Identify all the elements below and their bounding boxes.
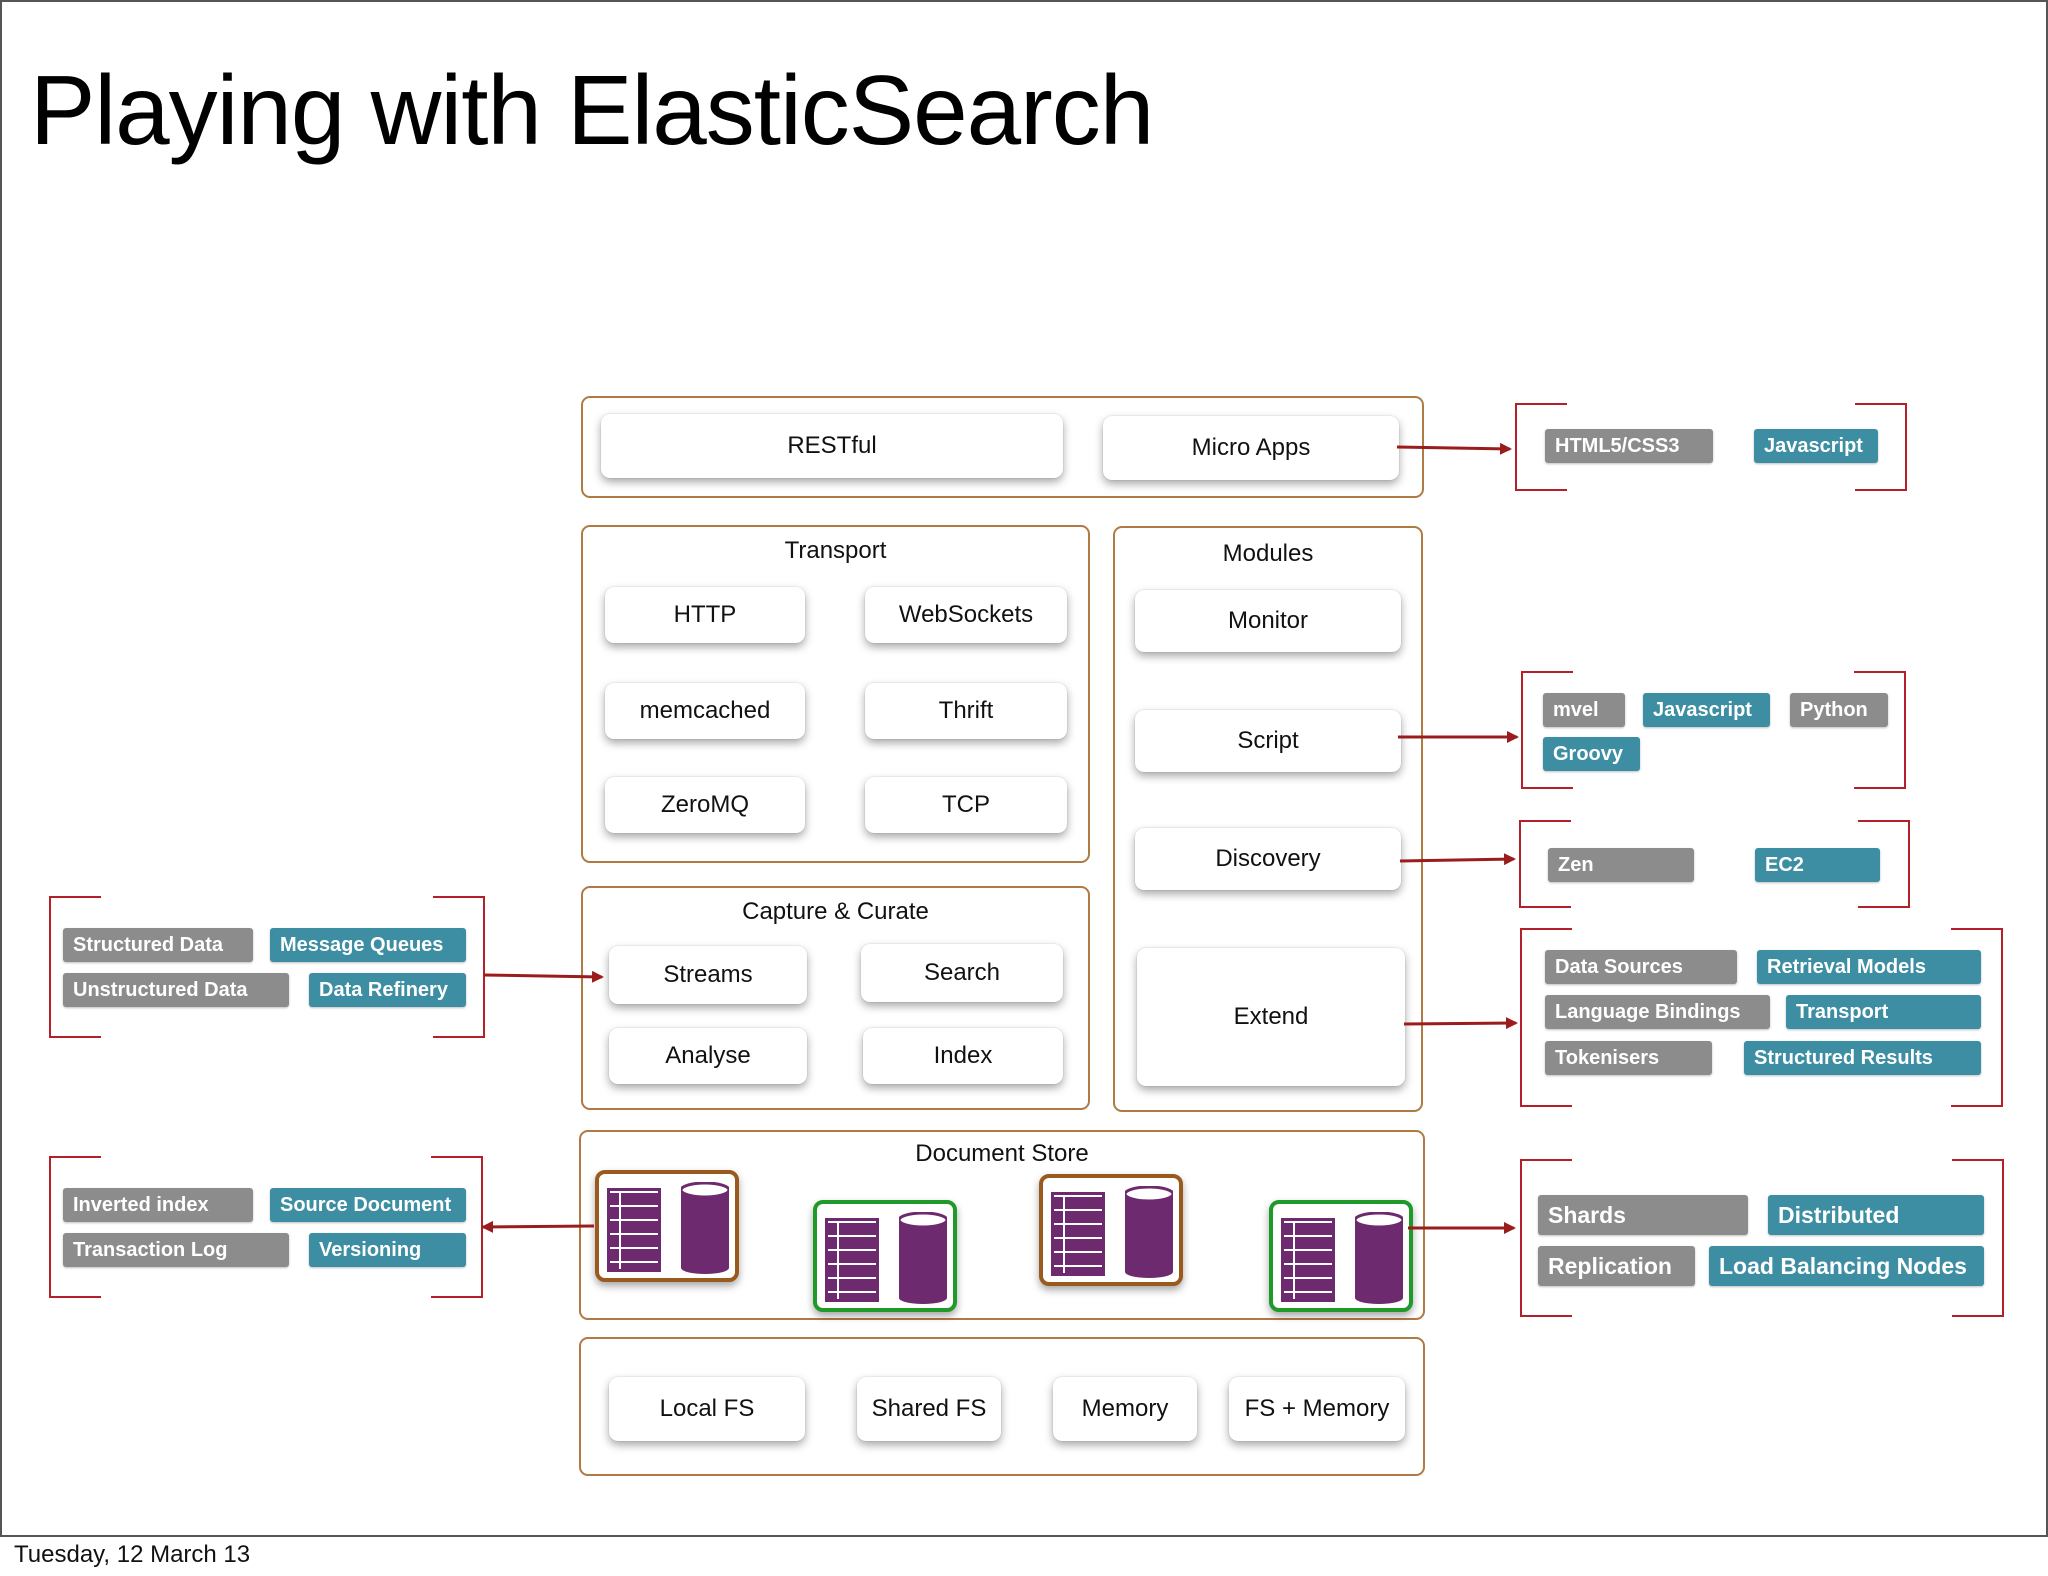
api-layer-group: RESTful Micro Apps xyxy=(581,396,1424,498)
node-tcp: TCP xyxy=(865,777,1067,833)
tag-groovy: Groovy xyxy=(1543,737,1640,771)
bracket-micro-apps xyxy=(1515,403,1907,491)
footer-date: Tuesday, 12 March 13 xyxy=(14,1541,251,1568)
tag-mvel: mvel xyxy=(1543,693,1625,727)
node-index: Index xyxy=(863,1028,1063,1084)
node-http: HTTP xyxy=(605,587,805,643)
tag-distributed: Distributed xyxy=(1768,1195,1984,1235)
tag-zen: Zen xyxy=(1548,848,1694,882)
tag-source-document: Source Document xyxy=(270,1188,466,1222)
database-icon xyxy=(825,1218,879,1302)
tag-transaction-log: Transaction Log xyxy=(63,1233,289,1267)
tag-ec2: EC2 xyxy=(1755,848,1880,882)
tag-language-bindings: Language Bindings xyxy=(1545,995,1770,1029)
storage-group: Local FS Shared FS Memory FS + Memory xyxy=(579,1337,1425,1476)
modules-group: Modules Monitor Script Discovery Extend xyxy=(1113,526,1423,1112)
node-monitor: Monitor xyxy=(1135,590,1401,652)
capture-curate-title: Capture & Curate xyxy=(742,898,929,925)
node-fs-memory: FS + Memory xyxy=(1229,1377,1405,1441)
document-store-group: Document Store xyxy=(579,1130,1425,1320)
tag-load-balancing-nodes: Load Balancing Nodes xyxy=(1709,1246,1984,1286)
tag-unstructured-data: Unstructured Data xyxy=(63,973,289,1007)
bracket-capture-inputs xyxy=(49,896,485,1038)
slide-title: Playing with ElasticSearch xyxy=(30,55,1154,165)
tag-data-sources: Data Sources xyxy=(1545,950,1737,984)
node-streams: Streams xyxy=(609,946,807,1004)
store-node-1 xyxy=(595,1170,739,1282)
database-icon xyxy=(607,1188,661,1272)
cylinder-icon xyxy=(1355,1212,1403,1304)
tag-transport: Transport xyxy=(1786,995,1981,1029)
tag-versioning: Versioning xyxy=(309,1233,466,1267)
bracket-discovery xyxy=(1519,820,1910,908)
node-zeromq: ZeroMQ xyxy=(605,777,805,833)
node-thrift: Thrift xyxy=(865,683,1067,739)
tag-retrieval-models: Retrieval Models xyxy=(1757,950,1981,984)
tag-javascript-micro: Javascript xyxy=(1754,429,1878,463)
bracket-store-outputs xyxy=(49,1156,483,1298)
cylinder-icon xyxy=(681,1182,729,1274)
tag-message-queues: Message Queues xyxy=(270,928,466,962)
bracket-extend xyxy=(1520,928,2003,1107)
transport-title: Transport xyxy=(784,537,887,564)
tag-structured-results: Structured Results xyxy=(1744,1041,1981,1075)
store-node-3 xyxy=(1039,1174,1183,1286)
node-local-fs: Local FS xyxy=(609,1377,805,1441)
node-shared-fs: Shared FS xyxy=(857,1377,1001,1441)
tag-inverted-index: Inverted index xyxy=(63,1188,253,1222)
node-micro-apps: Micro Apps xyxy=(1103,416,1399,480)
slide: Playing with ElasticSearch RESTful Micro… xyxy=(0,0,2048,1537)
document-store-title: Document Store xyxy=(915,1140,1089,1167)
tag-data-refinery: Data Refinery xyxy=(309,973,466,1007)
tag-html5-css3: HTML5/CSS3 xyxy=(1545,429,1713,463)
tag-shards: Shards xyxy=(1538,1195,1748,1235)
tag-replication: Replication xyxy=(1538,1246,1695,1286)
node-discovery: Discovery xyxy=(1135,828,1401,890)
node-extend: Extend xyxy=(1137,948,1405,1086)
node-websockets: WebSockets xyxy=(865,587,1067,643)
database-icon xyxy=(1281,1218,1335,1302)
store-node-4 xyxy=(1269,1200,1413,1312)
store-node-2 xyxy=(813,1200,957,1312)
tag-structured-data: Structured Data xyxy=(63,928,253,962)
cylinder-icon xyxy=(899,1212,947,1304)
database-icon xyxy=(1051,1192,1105,1276)
capture-curate-group: Capture & Curate Streams Search Analyse … xyxy=(581,886,1090,1110)
node-restful: RESTful xyxy=(601,414,1063,478)
cylinder-icon xyxy=(1125,1186,1173,1278)
modules-title: Modules xyxy=(1222,540,1314,567)
tag-python: Python xyxy=(1790,693,1888,727)
node-analyse: Analyse xyxy=(609,1028,807,1084)
transport-group: Transport HTTP WebSockets memcached Thri… xyxy=(581,525,1090,863)
bracket-script xyxy=(1521,671,1906,789)
node-memcached: memcached xyxy=(605,683,805,739)
tag-tokenisers: Tokenisers xyxy=(1545,1041,1712,1075)
bracket-store-features xyxy=(1520,1159,2004,1317)
node-script: Script xyxy=(1135,710,1401,772)
node-memory: Memory xyxy=(1053,1377,1197,1441)
node-search: Search xyxy=(861,944,1063,1002)
tag-javascript-script: Javascript xyxy=(1643,693,1770,727)
